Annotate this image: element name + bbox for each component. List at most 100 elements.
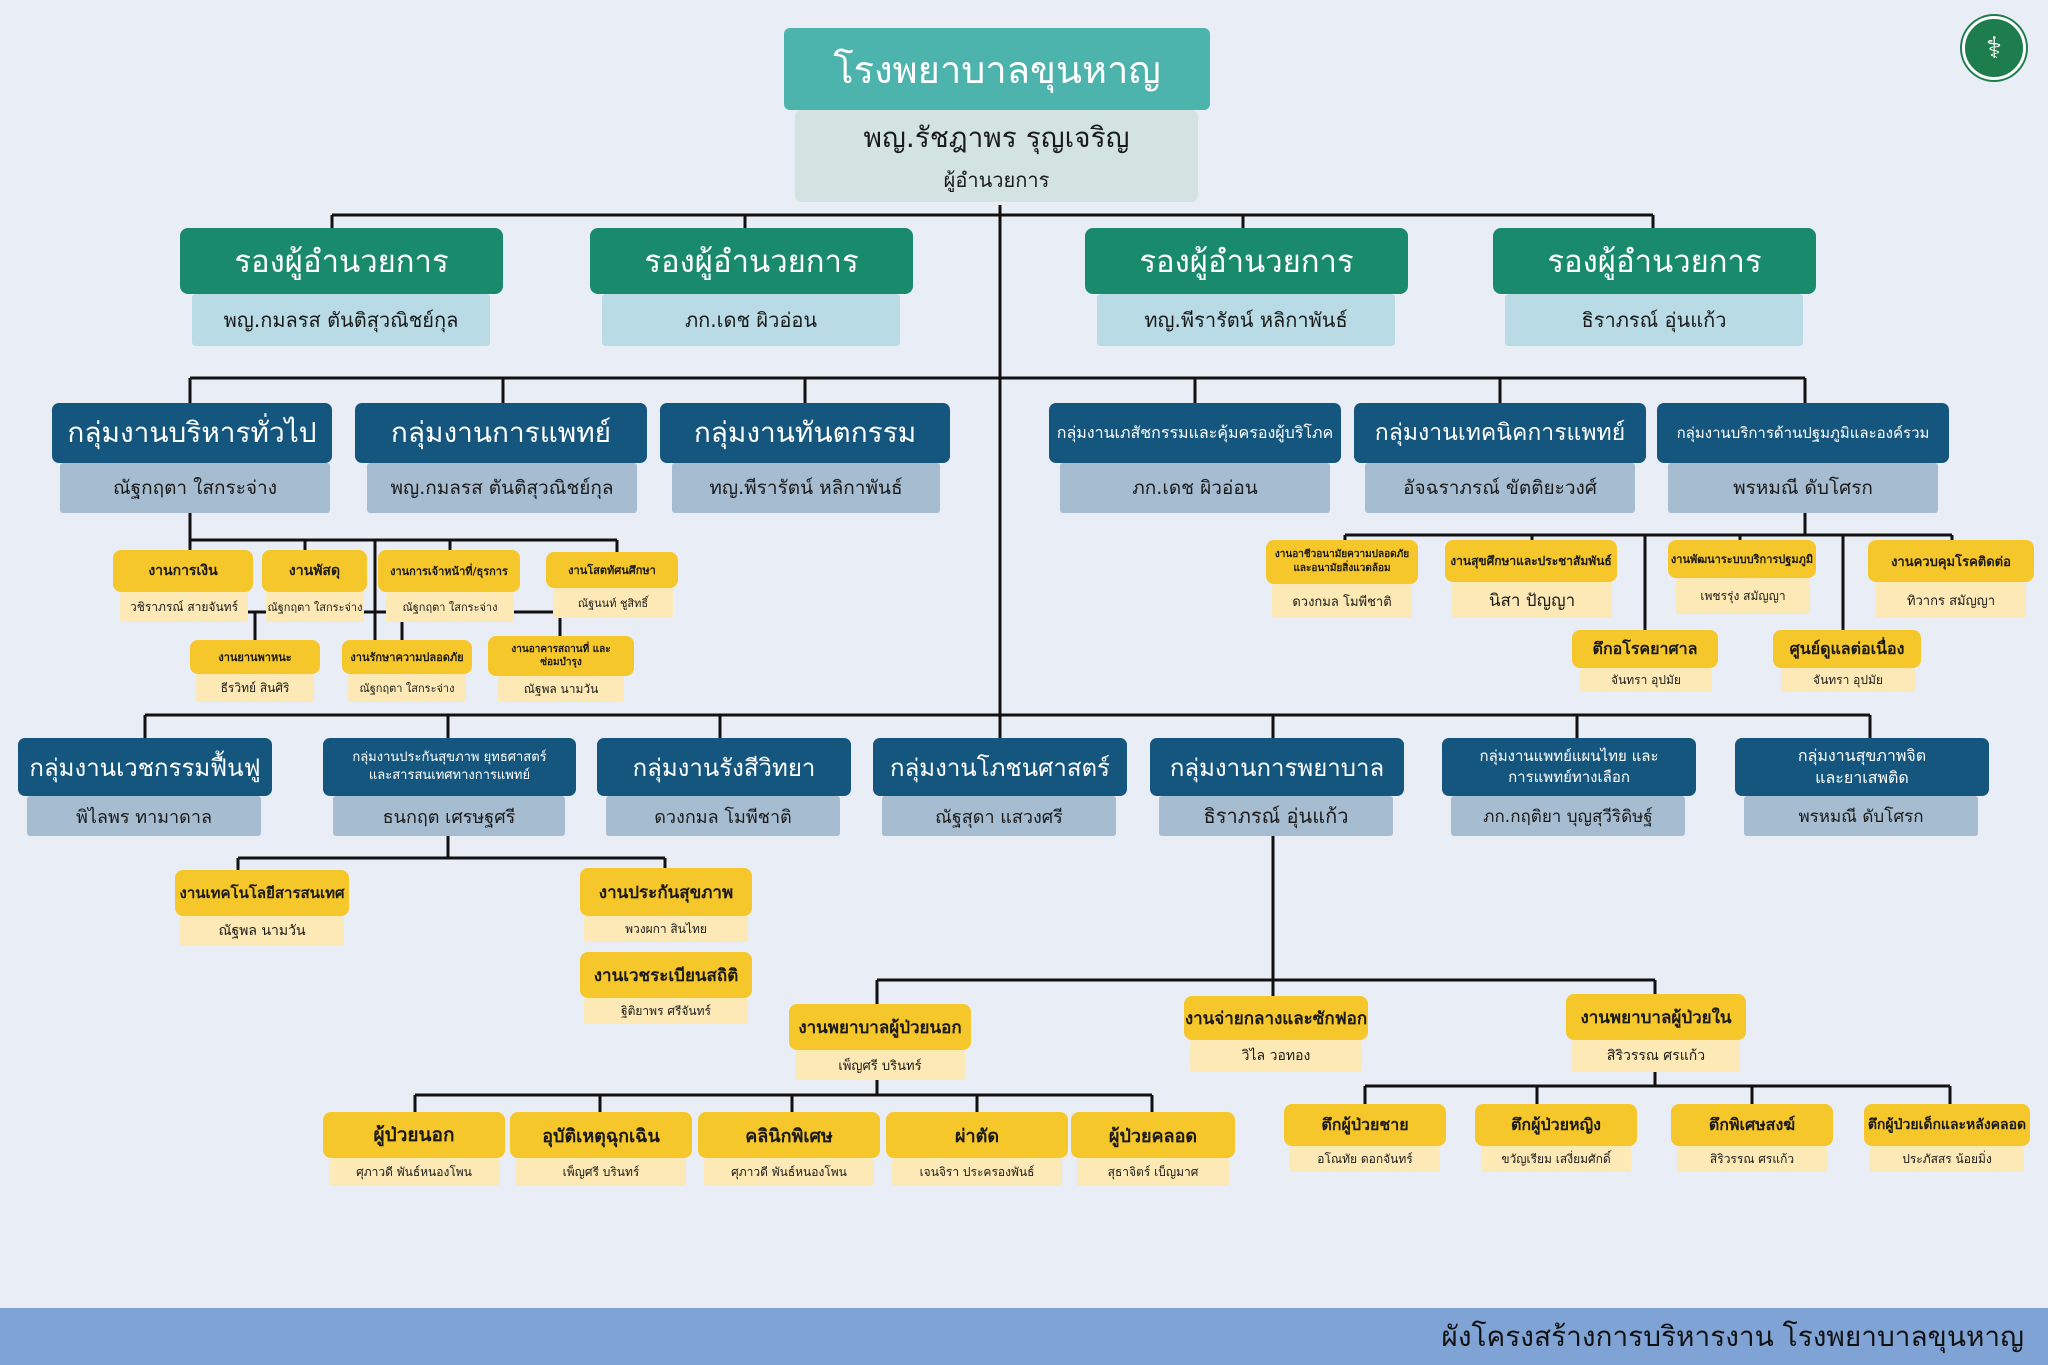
unit-title: งานเทคโนโลยีสารสนเทศ	[179, 884, 345, 902]
unit-title-box: งานการเจ้าหน้าที่/ธุรการ	[378, 550, 520, 592]
director-box: พญ.รัชฎาพร รุญเจริญ ผู้อำนวยการ	[795, 110, 1198, 202]
unit-name: ณัฐกฤตา ใสกระจ่าง	[359, 682, 455, 695]
unit-title: ตึกผู้ป่วยหญิง	[1511, 1114, 1601, 1134]
deputy-title: รองผู้อำนวยการ	[1139, 244, 1354, 280]
deputy-title-box: รองผู้อำนวยการ	[1085, 228, 1408, 294]
unit-name-box: เจนจิรา ประครองพันธ์	[892, 1158, 1062, 1186]
unit-name: นิสา ปัญญา	[1488, 590, 1576, 611]
group-name: พรหมณี ดับโศรก	[1798, 806, 1924, 827]
unit-name-box: ณัฐกฤตา ใสกระจ่าง	[348, 674, 466, 702]
unit-name: ณัฐนนท์ ชูสิทธิ์	[577, 597, 649, 610]
group-title-box: กลุ่มงานเภสัชกรรมและคุ้มครองผู้บริโภค	[1049, 403, 1341, 463]
group-name-box: ทญ.พีรารัตน์ หลิกาพันธ์	[672, 463, 940, 513]
unit-name-box: เพ็ญศรี บรินทร์	[795, 1050, 965, 1080]
group-title-box: กลุ่มงานทันตกรรม	[660, 403, 950, 463]
group-title: กลุ่มงานเภสัชกรรมและคุ้มครองผู้บริโภค	[1056, 422, 1334, 442]
unit-title: คลินิกพิเศษ	[745, 1125, 833, 1147]
group-title-box: กลุ่มงานแพทย์แผนไทย และการแพทย์ทางเลือก	[1442, 738, 1696, 796]
unit-name-box: ทิวากร สมัญญา	[1876, 582, 2026, 618]
unit-title-box: งานควบคุมโรคติดต่อ	[1868, 540, 2034, 582]
unit-name: วชิราภรณ์ สายจันทร์	[129, 599, 239, 614]
group-name-box: ณัฐสุดา แสวงศรี	[882, 796, 1116, 836]
footer-title: ผังโครงสร้างการบริหารงาน โรงพยาบาลขุนหาญ	[1441, 1319, 2024, 1353]
unit-title: งานสุขศึกษาและประชาสัมพันธ์	[1450, 553, 1612, 568]
unit-name-box: ณัฐพล นามวัน	[180, 916, 344, 946]
unit-title-box: งานจ่ายกลางและซักฟอก	[1184, 996, 1368, 1040]
unit-title: งานประกันสุขภาพ	[598, 882, 734, 903]
group-title: กลุ่มงานประกันสุขภาพ ยุทธศาสตร์ และสารสน…	[352, 749, 547, 783]
unit-name-box: เพชรรุ่ง สมัญญา	[1676, 578, 1810, 614]
unit-name: สิริวรรณ ศรแก้ว	[1709, 1151, 1795, 1166]
unit-name: จันทรา อุปมัย	[1813, 672, 1883, 687]
group-name-box: ดวงกมล โมพีชาติ	[606, 796, 840, 836]
unit-name: ณัฐกฤตา ใสกระจ่าง	[267, 601, 363, 614]
unit-name-box: ศุภาวดี พันธ์หนองโพน	[704, 1158, 874, 1186]
unit-title: งานจ่ายกลางและซักฟอก	[1184, 1008, 1368, 1029]
unit-name-box: ดวงกมล โมพีชาติ	[1272, 584, 1412, 618]
group-title-box: กลุ่มงานบริหารทั่วไป	[52, 403, 332, 463]
group-title: กลุ่มงานสุขภาพจิต และยาเสพติด	[1797, 745, 1927, 787]
unit-name: เพ็ญศรี บรินทร์	[838, 1058, 922, 1074]
group-name: ภก.เดช ผิวอ่อน	[1132, 477, 1258, 499]
unit-title-box: คลินิกพิเศษ	[698, 1112, 880, 1158]
unit-title: งานเวชระเบียนสถิติ	[593, 965, 739, 986]
footer-bar: ผังโครงสร้างการบริหารงาน โรงพยาบาลขุนหาญ	[0, 1308, 2048, 1365]
group-title: กลุ่มงานการแพทย์	[390, 416, 612, 449]
unit-title-box: งานการเงิน	[113, 550, 253, 592]
unit-title: ตึกผู้ป่วยชาย	[1321, 1114, 1409, 1134]
unit-title-box: ผู้ป่วยคลอด	[1071, 1112, 1235, 1158]
group-title-box: กลุ่มงานการพยาบาล	[1150, 738, 1404, 796]
unit-title: ผู้ป่วยนอก	[373, 1124, 455, 1146]
unit-name-box: ณัฐนนท์ ชูสิทธิ์	[553, 588, 673, 618]
unit-name: สิริวรรณ ศรแก้ว	[1606, 1048, 1706, 1064]
group-name-box: ภก.กฤติยา บุญสุวีริดิษฐ์	[1451, 796, 1685, 836]
unit-title-box: งานพยาบาลผู้ป่วยใน	[1566, 994, 1746, 1040]
unit-name: ทิวากร สมัญญา	[1906, 593, 1996, 609]
group-name: ดวงกมล โมพีชาติ	[654, 806, 792, 828]
unit-title: งานพัสดุ	[288, 563, 341, 579]
group-title: กลุ่มงานรังสีวิทยา	[632, 753, 816, 782]
unit-title: อุบัติเหตุฉุกเฉิน	[542, 1125, 660, 1147]
unit-title-box: ศูนย์ดูแลต่อเนื่อง	[1773, 630, 1921, 668]
unit-title: งานการเงิน	[148, 563, 218, 579]
group-name: ธนกฤต เศรษฐศรี	[382, 806, 516, 828]
unit-name-box: จันทรา อุปมัย	[1580, 668, 1712, 692]
group-title: กลุ่มงานบริการด้านปฐมภูมิและองค์รวม	[1676, 424, 1930, 442]
group-title: กลุ่มงานบริหารทั่วไป	[67, 416, 317, 449]
unit-title: งานควบคุมโรคติดต่อ	[1891, 554, 2011, 570]
group-name: ณัฐกฤตา ใสกระจ่าง	[112, 477, 278, 499]
unit-title-box: งานยานพาหนะ	[190, 640, 320, 674]
unit-name-box: ณัฐกฤตา ใสกระจ่าง	[386, 592, 514, 622]
unit-title: ผู้ป่วยคลอด	[1108, 1125, 1198, 1147]
unit-name-box: ณัฐกฤตา ใสกระจ่าง	[266, 592, 364, 622]
unit-name: ณัฐพล นามวัน	[523, 681, 599, 696]
group-title: กลุ่มงานโภชนศาสตร์	[890, 753, 1110, 782]
unit-title-box: งานอาชีวอนามัยความปลอดภัย และอนามัยสิ่งแ…	[1266, 540, 1418, 584]
deputy-name-box: ธิราภรณ์ อุ่นแก้ว	[1505, 294, 1803, 346]
unit-name: ประภัสสร น้อยมิ่ง	[1902, 1151, 1992, 1166]
group-name: ธิราภรณ์ อุ่นแก้ว	[1203, 804, 1349, 828]
unit-title-box: ตึกพิเศษสงฆ์	[1671, 1104, 1833, 1146]
unit-title-box: งานอาคารสถานที่ และซ่อมบำรุง	[488, 636, 634, 676]
unit-title-box: งานสุขศึกษาและประชาสัมพันธ์	[1445, 540, 1617, 582]
director-name: พญ.รัชฎาพร รุญเจริญ	[863, 121, 1130, 154]
unit-title-box: งานพัฒนาระบบบริการปฐมภูมิ	[1668, 540, 1816, 578]
unit-name: ธีรวิทย์ สินศิริ	[220, 680, 290, 695]
group-title-box: กลุ่มงานโภชนศาสตร์	[873, 738, 1127, 796]
deputy-name: ธิราภรณ์ อุ่นแก้ว	[1581, 308, 1727, 332]
unit-title-box: อุบัติเหตุฉุกเฉิน	[510, 1112, 692, 1158]
unit-name: เจนจิรา ประครองพันธ์	[919, 1164, 1035, 1179]
deputy-name-box: ทญ.พีรารัตน์ หลิกาพันธ์	[1097, 294, 1395, 346]
unit-name-box: ประภัสสร น้อยมิ่ง	[1870, 1146, 2024, 1172]
unit-title: ตึกผู้ป่วยเด็กและหลังคลอด	[1867, 1117, 2027, 1133]
unit-name: สุธาจิตร์ เบ็ญมาศ	[1107, 1164, 1199, 1179]
group-name: ทญ.พีรารัตน์ หลิกาพันธ์	[709, 477, 903, 499]
unit-title: งานรักษาความปลอดภัย	[350, 651, 464, 664]
unit-name-box: พวงผกา สินไทย	[584, 916, 748, 942]
unit-name-box: วิไล วอทอง	[1190, 1040, 1362, 1072]
deputy-title: รองผู้อำนวยการ	[234, 244, 449, 280]
unit-name: ศุภาวดี พันธ์หนองโพน	[731, 1164, 847, 1179]
unit-title-box: ตึกผู้ป่วยชาย	[1284, 1104, 1446, 1146]
unit-name: ณัฐพล นามวัน	[218, 923, 306, 939]
